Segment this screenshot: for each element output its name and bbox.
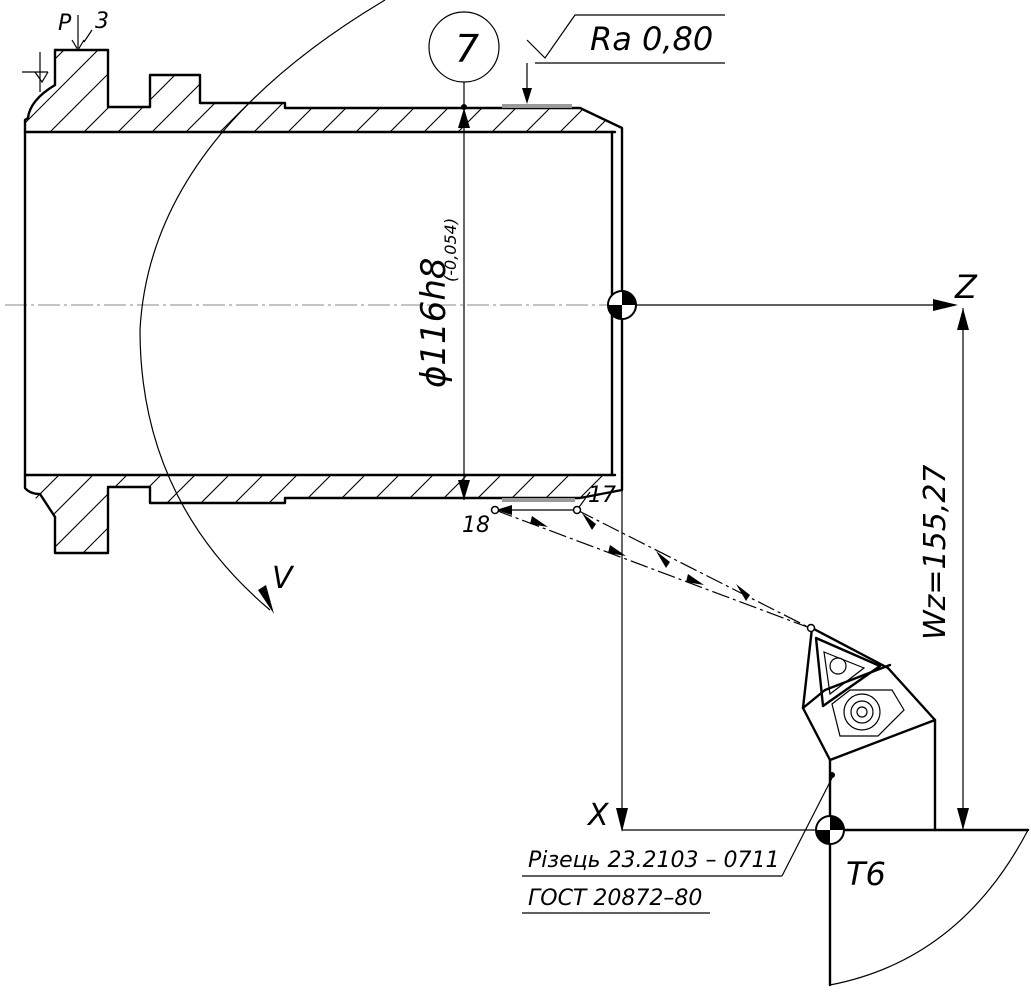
operation-number: 7 <box>455 27 479 71</box>
hatch-line <box>279 475 371 553</box>
offset-dimension: Wz=155,27 <box>918 464 953 640</box>
hatch-line <box>245 50 347 132</box>
part-origin-marker <box>607 290 637 320</box>
z-axis: Z <box>622 268 978 311</box>
hatch-line <box>109 50 211 132</box>
hatch-line <box>654 470 744 560</box>
wz-dimension: Wz=155,27 <box>918 308 969 830</box>
section-hatching-bottom <box>25 470 778 560</box>
hatch-line <box>381 475 473 553</box>
tool-callout: Різець 23.2103 – 0711 ГОСТ 20872–80 <box>522 777 833 914</box>
hatch-line <box>619 475 622 553</box>
hatch-line <box>585 50 622 132</box>
cutting-speed-label: V <box>272 561 295 596</box>
tool-path: 17 18 <box>462 483 811 629</box>
hatch-line <box>347 475 439 553</box>
hatch-line <box>109 475 201 553</box>
hatch-line <box>75 475 167 553</box>
diameter-dimension: ϕ116h8 (-0,054) <box>414 108 470 500</box>
hatch-line <box>25 475 65 553</box>
hatch-line <box>41 50 143 132</box>
hatch-line <box>41 475 133 553</box>
hatch-line <box>211 475 303 553</box>
hatch-line <box>279 50 381 132</box>
x-axis: X <box>586 320 820 833</box>
axis-x-label: X <box>586 798 610 833</box>
hatch-line <box>25 50 109 132</box>
hatch-line <box>313 50 415 132</box>
datum-label: Р <box>58 11 72 36</box>
point-17-label: 17 <box>588 483 616 508</box>
hatch-line <box>483 475 575 553</box>
point-18-label: 18 <box>462 513 490 538</box>
hatch-line <box>245 475 337 553</box>
hatch-line <box>177 475 269 553</box>
tool-name: Різець 23.2103 – 0711 <box>528 848 780 873</box>
hatch-line <box>25 50 75 132</box>
cutting-speed-arrow: V <box>139 0 386 614</box>
surface-finish-symbol: Ra 0,80 <box>522 14 725 104</box>
hatch-line <box>347 50 449 132</box>
tool-position-marker: Т6 <box>815 815 886 893</box>
datum-value: 3 <box>95 9 109 34</box>
turret-section <box>828 828 1030 987</box>
diameter-tolerance: (-0,054) <box>441 218 460 282</box>
hatch-line <box>25 50 41 132</box>
tool-tip-marker <box>806 623 816 633</box>
hatch-line <box>313 475 405 553</box>
point-18-marker <box>490 505 500 515</box>
hatch-line <box>75 50 177 132</box>
tool-position-label: Т6 <box>846 855 886 893</box>
hatch-line <box>688 470 778 560</box>
hatch-line <box>483 50 585 132</box>
tool-standard: ГОСТ 20872–80 <box>528 886 702 911</box>
marker-dot-top <box>461 104 467 110</box>
point-17-marker <box>572 505 582 515</box>
cutting-tool <box>801 623 937 832</box>
diameter-nominal: ϕ116h8 <box>414 257 454 388</box>
surface-finish-value: Ra 0,80 <box>590 20 713 58</box>
datum-mark: Р 3 <box>58 9 109 52</box>
axis-z-label: Z <box>954 268 978 306</box>
